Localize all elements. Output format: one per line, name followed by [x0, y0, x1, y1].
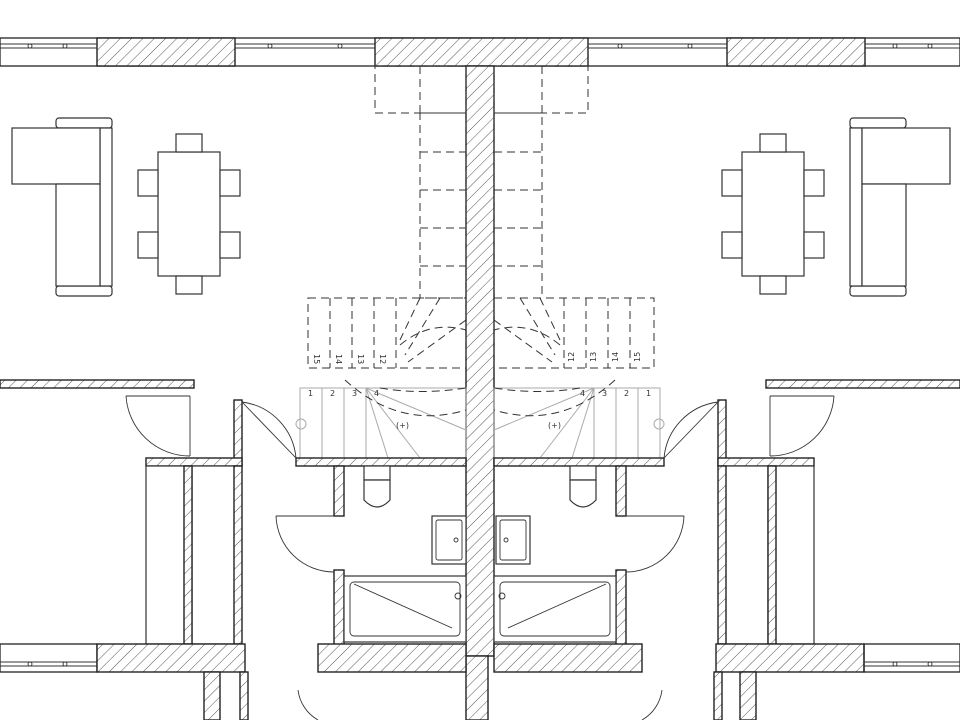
bathtub-left	[343, 575, 467, 643]
stair-right-step-3: 3	[602, 389, 607, 398]
stair-left-step-13: 13	[356, 354, 365, 364]
stair-right-step-1: 1	[646, 389, 651, 398]
sofa-left	[11, 117, 113, 297]
toilet-left	[363, 465, 391, 508]
toilet-right	[569, 465, 597, 508]
dining-table-left	[137, 133, 241, 295]
stair-left-step-2: 2	[330, 389, 335, 398]
bathtub-right	[493, 575, 617, 643]
central-party-wall	[465, 65, 495, 657]
stair-right-step-14: 14	[611, 352, 620, 362]
stair-right-step-2: 2	[624, 389, 629, 398]
stair-left: 15 14 13 12 1 2 3 4 (+)	[295, 297, 467, 459]
stair-right-step-15: 15	[633, 352, 642, 362]
interior-partitions	[0, 379, 960, 657]
sofa-right	[849, 117, 951, 297]
stair-left-step-15: 15	[312, 354, 321, 364]
sink-left	[431, 515, 467, 565]
stair-left-step-4: 4	[374, 389, 379, 398]
stair-right-step-13: 13	[589, 352, 598, 362]
stair-right-step-4: 4	[580, 389, 585, 398]
stair-left-step-1: 1	[308, 389, 313, 398]
dining-table-right	[721, 133, 825, 295]
top-windows	[0, 43, 960, 49]
top-exterior-wall	[0, 37, 960, 67]
closet-right	[717, 465, 815, 645]
stair-right-direction-mark: (+)	[548, 421, 561, 430]
stair-left-step-14: 14	[334, 354, 343, 364]
bottom-walls	[0, 643, 960, 720]
stair-left-direction-mark: (+)	[396, 421, 409, 430]
stair-left-step-3: 3	[352, 389, 357, 398]
doors	[125, 395, 835, 720]
closet-left	[145, 465, 243, 645]
sink-right	[495, 515, 531, 565]
stair-left-step-12: 12	[378, 354, 387, 364]
stair-right: 15 14 13 12 1 2 3 4 (+)	[493, 297, 665, 459]
stair-right-step-12: 12	[567, 352, 576, 362]
